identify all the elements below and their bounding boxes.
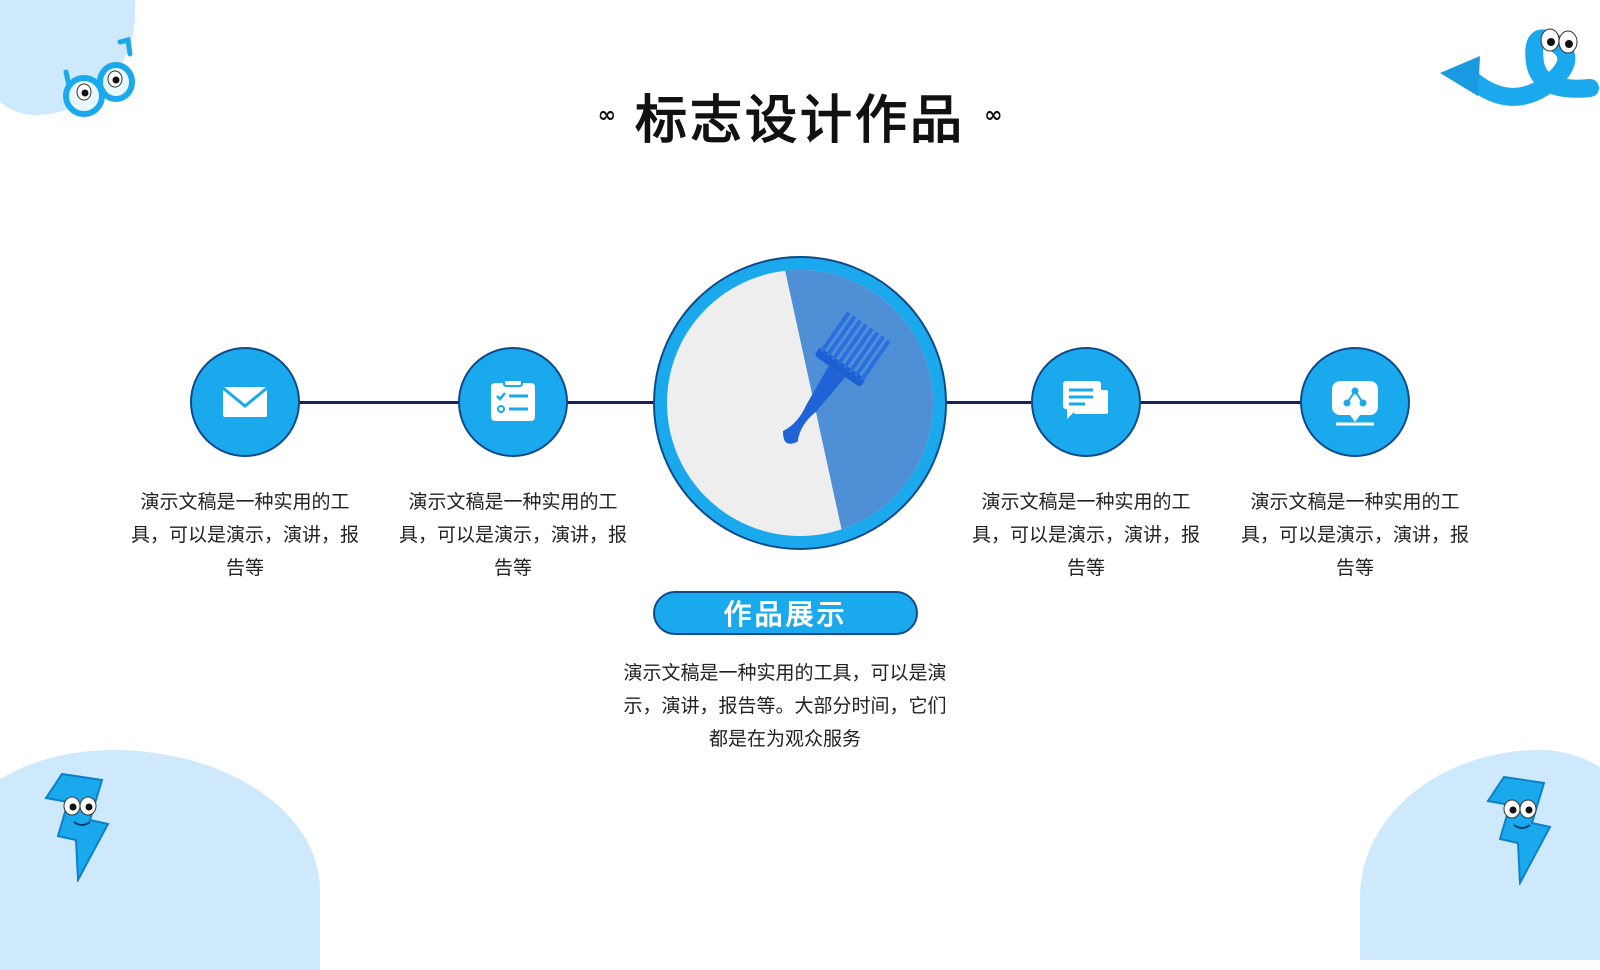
- checklist-icon: [491, 379, 535, 421]
- lightning-mascot-icon: [1486, 775, 1552, 885]
- page-title: 标志设计作品: [634, 91, 965, 151]
- showcase-badge: 作品展示: [653, 591, 918, 635]
- showcase-description: 演示文稿是一种实用的工具，可以是演示，演讲，报告等。大部分时间，它们都是在为观众…: [623, 662, 947, 750]
- feature-node-4: [1300, 347, 1410, 457]
- chat-bubbles-icon: [1063, 381, 1110, 419]
- glasses-mascot-icon: [63, 36, 135, 117]
- feature-node-3: [1031, 347, 1141, 457]
- feature-caption-2: 演示文稿是一种实用的工具，可以是演示，演讲，报告等: [398, 491, 627, 579]
- comb-image: [782, 311, 891, 444]
- arrow-mascot-icon: [1440, 28, 1599, 106]
- corner-blob-bottom-right: [1360, 750, 1600, 960]
- feature-node-1: [190, 347, 300, 457]
- presentation-share-icon: [1332, 381, 1378, 426]
- title-ornament-left: ∞: [597, 103, 616, 128]
- title-row: ∞ 标志设计作品 ∞: [0, 78, 1600, 153]
- title-ornament-right: ∞: [984, 103, 1003, 128]
- blue-comb-photo: [667, 270, 933, 536]
- envelope-icon: [222, 386, 268, 417]
- feature-caption-1: 演示文稿是一种实用的工具，可以是演示，演讲，报告等: [130, 491, 359, 579]
- feature-caption-3: 演示文稿是一种实用的工具，可以是演示，演讲，报告等: [971, 491, 1200, 579]
- lightning-mascot-icon: [44, 772, 110, 882]
- feature-node-2: [458, 347, 568, 457]
- feature-caption-4: 演示文稿是一种实用的工具，可以是演示，演讲，报告等: [1240, 491, 1469, 579]
- showcase-circle: [653, 256, 947, 550]
